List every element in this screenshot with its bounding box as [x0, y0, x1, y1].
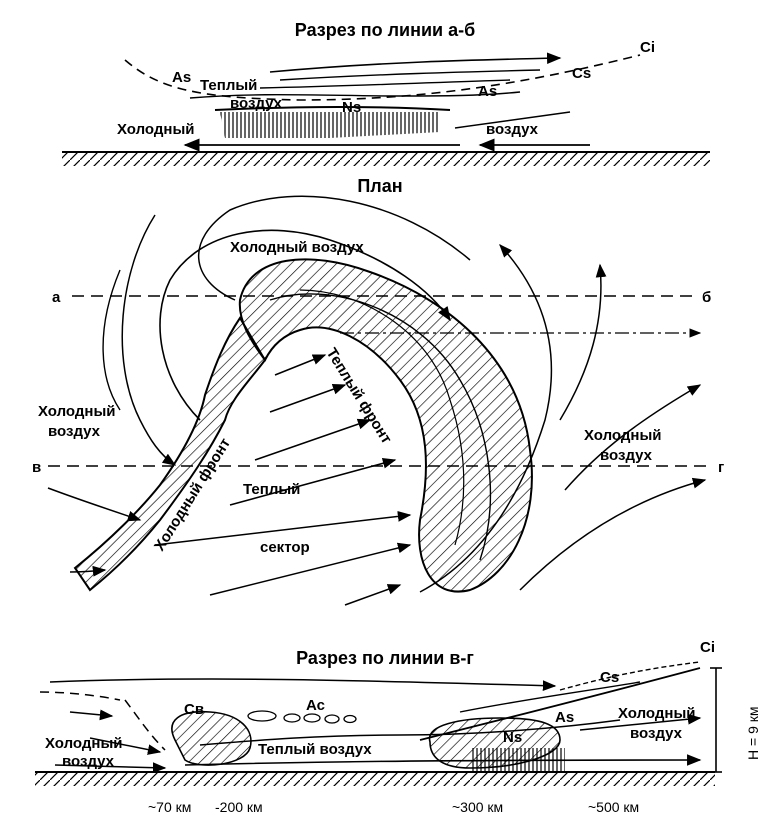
- distance-label: ~70 км: [148, 799, 191, 815]
- cold-air-arrow: [69, 565, 107, 577]
- label-b: б: [702, 289, 711, 306]
- ns-precipitation: [220, 112, 440, 138]
- as-layer: [189, 91, 521, 99]
- ground-hatch: [62, 152, 710, 166]
- label-cold-air-right-2: воздух: [630, 725, 683, 742]
- label-cold-air-left-1: Холодный: [45, 735, 123, 752]
- warm-air-arrow: [269, 384, 347, 413]
- plan-title: План: [357, 176, 402, 196]
- cold-front-zone: [73, 316, 267, 592]
- distance-label: ~500 км: [588, 799, 639, 815]
- cold-air-arrow-right: [579, 713, 702, 731]
- label-ns-top: Ns: [342, 99, 361, 116]
- surface-flow-arrow: [184, 754, 702, 766]
- frontal-surface: [124, 54, 641, 101]
- label-ns-bottom: Ns: [503, 729, 522, 746]
- altocumulus-cloud: [324, 714, 340, 724]
- warm-air-arrow: [274, 354, 327, 376]
- cold-front-surface: [124, 699, 166, 751]
- ground-hatch: [35, 772, 715, 786]
- cold-air-arrow-left: [54, 762, 167, 774]
- warm-air-arrow: [344, 584, 402, 606]
- warm-air-arrow: [229, 457, 397, 506]
- altocumulus-cloud: [247, 710, 277, 722]
- label-g: г: [718, 459, 724, 476]
- section-v-g: Разрез по линии в-г H = 9 км: [35, 639, 761, 815]
- section-a-b: Разрез по линии а-б Ci Cs As As Ns Теплы…: [62, 20, 710, 166]
- label-cold-air-left-2: воздух: [48, 423, 101, 440]
- label-warm-air: Теплый воздух: [258, 741, 372, 758]
- label-cs-bottom: Cs: [600, 669, 619, 686]
- cloud-line: [279, 69, 541, 81]
- frontal-slope-line: [454, 111, 571, 129]
- label-cold-air-2: воздух: [486, 121, 539, 138]
- cold-air-arrow: [47, 487, 142, 522]
- label-height: H = 9 км: [745, 707, 761, 761]
- section-v-g-title: Разрез по линии в-г: [296, 648, 474, 668]
- altocumulus-cloud: [303, 713, 321, 723]
- altocumulus-cloud: [283, 713, 301, 723]
- label-cold-air-top: Холодный воздух: [230, 239, 364, 256]
- label-cold-air-left-2: воздух: [62, 753, 115, 770]
- warm-front-zone: [238, 258, 533, 593]
- distance-label: -200 км: [215, 799, 263, 815]
- cold-air-circulation-arrow: [159, 229, 451, 421]
- altostratus-layer: [459, 681, 641, 713]
- warm-air-arrow: [209, 542, 412, 596]
- label-ci-top: Ci: [640, 39, 655, 56]
- label-cold-air-left-1: Холодный: [38, 403, 116, 420]
- distance-label: ~300 км: [452, 799, 503, 815]
- label-ac: Ас: [306, 697, 325, 714]
- label-ci-bottom: Ci: [700, 639, 715, 656]
- cold-air-inflow-line: [102, 269, 121, 411]
- cumulonimbus-cloud: [171, 710, 252, 766]
- label-warm-sector-2: сектор: [260, 539, 310, 556]
- label-as-left: As: [172, 69, 191, 86]
- cs-flow-arrow: [269, 52, 562, 73]
- label-as-bottom: As: [555, 709, 574, 726]
- ns-cloud-base: [214, 106, 451, 111]
- cold-front-surface: [39, 691, 121, 701]
- section-a-b-title: Разрез по линии а-б: [295, 20, 475, 40]
- label-cold-air-1: Холодный: [117, 121, 195, 138]
- cold-air-arrow-left: [69, 709, 114, 721]
- section-plan: План а б в г Холодный в: [32, 176, 724, 606]
- cloud-line: [259, 79, 511, 89]
- label-cs-top: Cs: [572, 65, 591, 82]
- label-warm-sector-1: Теплый: [243, 481, 300, 498]
- label-warm-air-1: Теплый: [200, 77, 257, 94]
- altocumulus-cloud: [343, 714, 357, 724]
- label-v: в: [32, 459, 41, 476]
- warm-air-arrow: [154, 511, 412, 546]
- cold-air-arrow-left: [89, 737, 162, 755]
- warm-front-line: [269, 293, 492, 561]
- label-warm-air-2: воздух: [230, 95, 283, 112]
- cirrostratus-layer: [559, 661, 701, 691]
- warm-air-flow: [199, 719, 621, 746]
- cold-air-circulation-arrow: [198, 195, 471, 301]
- label-cold-air-right-1: Холодный: [618, 705, 696, 722]
- label-a: а: [52, 289, 61, 306]
- cold-air-circulation-arrow: [419, 244, 553, 593]
- warm-air-arrow: [254, 418, 372, 461]
- label-cold-air-right-2: воздух: [600, 447, 653, 464]
- warm-front-line-inner: [299, 289, 465, 546]
- cold-air-arrow-east: [519, 477, 707, 591]
- label-cb: Св: [184, 701, 204, 718]
- cold-air-inflow-arrow: [121, 214, 177, 466]
- upper-warm-flow-arrow: [49, 678, 557, 692]
- label-as-right: As: [478, 83, 497, 100]
- cold-air-arrow-up: [559, 263, 607, 421]
- cold-air-arrow-ne: [564, 384, 702, 491]
- label-cold-air-right-1: Холодный: [584, 427, 662, 444]
